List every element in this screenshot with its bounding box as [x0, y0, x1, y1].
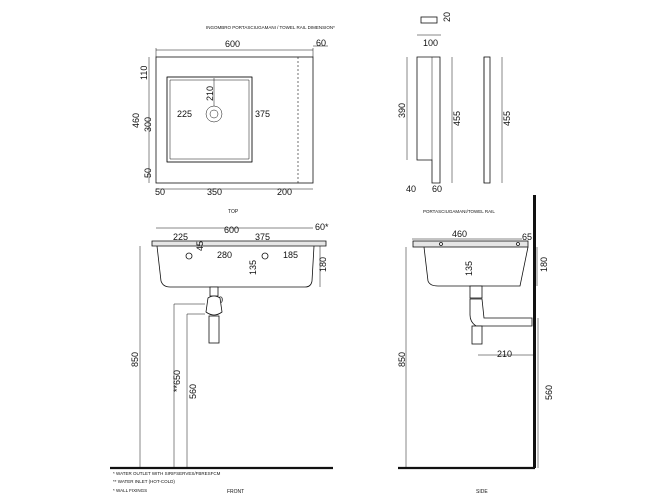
dim-side-460: 460	[452, 229, 467, 239]
note-2: ** WATER INLET (HOT-COLD)	[113, 479, 175, 484]
front-drain-top	[209, 286, 219, 297]
dim-side-65: 65	[522, 232, 532, 242]
dim-rail-front-455: 455	[502, 111, 512, 126]
rail-side-view: 20 100 390 455 40 60	[397, 12, 462, 194]
dim-rail-100: 100	[423, 38, 438, 48]
dim-front-225: 225	[173, 232, 188, 242]
dim-side-135: 135	[464, 261, 474, 276]
side-basin-body	[423, 246, 529, 287]
front-basin-body	[156, 245, 315, 288]
dim-top-350: 350	[207, 187, 222, 197]
side-trap-pipe	[471, 325, 483, 345]
top-basin-outline	[155, 56, 314, 184]
note-1: * WATER OUTLET WITH SIRIFSERVES/FBRESFCM	[113, 471, 221, 476]
dim-top-600: 600	[225, 39, 240, 49]
front-overflow	[185, 252, 193, 260]
dim-front-600: 600	[224, 225, 239, 235]
front-rim	[151, 240, 327, 247]
side-wall	[533, 195, 536, 468]
dim-front-375: 375	[255, 232, 270, 242]
side-trap	[469, 298, 533, 327]
dim-side-180: 180	[539, 257, 549, 272]
dim-top-375: 375	[255, 109, 270, 119]
top-drain-outer	[205, 105, 223, 123]
dim-top-210: 210	[205, 86, 215, 101]
top-drain-inner	[209, 109, 219, 119]
dim-front-45: 45	[195, 241, 205, 251]
dim-top-50-bottom: 50	[155, 187, 165, 197]
top-view-header: INGOMBRO PORTASCIUGAMANI / TOWEL RAIL DI…	[206, 25, 335, 30]
dim-top-60: 60	[316, 38, 326, 48]
dim-front-560: 560	[188, 384, 198, 399]
dim-top-110: 110	[139, 66, 149, 80]
dim-front-60: 60*	[315, 222, 329, 232]
dim-top-200: 200	[277, 187, 292, 197]
dim-side-210: 210	[497, 349, 512, 359]
side-view-caption: SIDE	[476, 489, 488, 495]
dim-front-280: 280	[217, 250, 232, 260]
dim-top-225: 225	[177, 109, 192, 119]
dim-rail-390: 390	[397, 103, 407, 118]
dim-side-560: 560	[544, 385, 554, 400]
dim-rail-40: 40	[406, 184, 416, 194]
dim-top-460: 460	[131, 113, 141, 128]
dim-front-850: 850	[130, 352, 140, 367]
dim-front-180: 180	[318, 257, 328, 272]
rail-caption: PORTASCIUGAMANI/TOWEL RAIL	[423, 209, 495, 214]
front-tap-hole	[261, 252, 269, 260]
note-3: * WALL FIXINGS	[113, 488, 147, 493]
dim-side-850: 850	[397, 352, 407, 367]
side-drain	[469, 285, 483, 299]
dim-rail-455: 455	[452, 111, 462, 126]
dim-top-50-left: 50	[143, 168, 153, 178]
side-view: 460 65 135 180 210 850 560 SIDE	[397, 195, 554, 495]
front-trap-pipe	[208, 315, 220, 344]
notes: * WATER OUTLET WITH SIRIFSERVES/FBRESFCM…	[113, 471, 221, 493]
side-rim	[412, 240, 529, 248]
dim-rail-20: 20	[442, 12, 452, 22]
dim-front-650: **650	[172, 370, 182, 392]
dim-front-135: 135	[248, 260, 258, 275]
rail-front-view: 455 PORTASCIUGAMANI/TOWEL RAIL	[423, 56, 512, 214]
rail-bracket	[420, 16, 438, 24]
front-view-caption: FRONT	[227, 489, 244, 495]
top-bowl-inner	[166, 76, 253, 163]
front-view: 600 60* 225 45 375 280 135 185 180 100 8…	[110, 222, 333, 495]
front-trap	[205, 295, 223, 316]
rail-front-bar	[483, 56, 491, 184]
dim-top-300: 300	[143, 117, 153, 132]
rail-side-profile	[416, 56, 441, 184]
top-view: INGOMBRO PORTASCIUGAMANI / TOWEL RAIL DI…	[131, 25, 335, 215]
dim-rail-60: 60	[432, 184, 442, 194]
dim-front-185: 185	[283, 250, 298, 260]
top-view-caption: TOP	[228, 209, 239, 215]
